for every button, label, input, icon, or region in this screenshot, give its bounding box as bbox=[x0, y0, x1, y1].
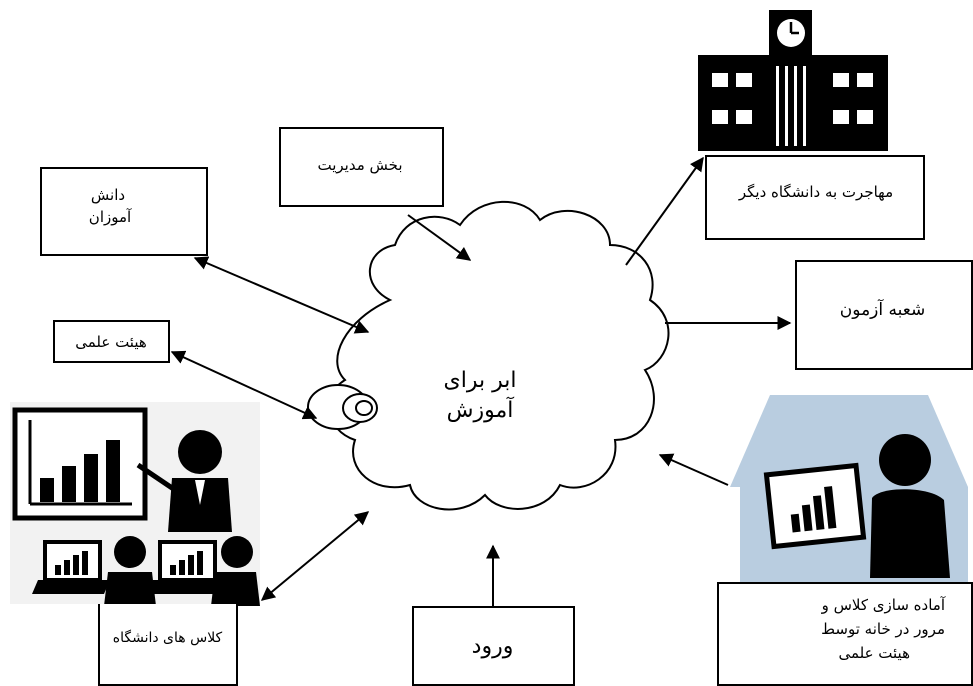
arrow-classes bbox=[260, 511, 370, 601]
home-prep-box bbox=[717, 582, 973, 686]
migration-box bbox=[705, 155, 925, 240]
arrow-management bbox=[407, 214, 472, 261]
login-box bbox=[412, 606, 575, 686]
cloud-title-line2: آموزش bbox=[446, 398, 514, 423]
students-laptops-icon bbox=[10, 534, 260, 606]
faculty-box bbox=[53, 320, 170, 363]
home-prep-label-line1: آماده سازی کلاس و bbox=[821, 596, 945, 614]
management-label: بخش مدیریت bbox=[317, 156, 403, 174]
management-box bbox=[279, 127, 444, 207]
home-prep-label-line3: هیئت علمی bbox=[838, 644, 910, 662]
arrow-students bbox=[193, 256, 370, 334]
home-teaching-icon bbox=[730, 395, 968, 583]
university-classes-box bbox=[98, 604, 238, 686]
cloud-shape bbox=[307, 200, 670, 511]
exam-label: شعبه آزمون bbox=[839, 300, 926, 320]
university-classes-label: کلاس های دانشگاه bbox=[112, 630, 223, 646]
students-label-line1: دانش bbox=[90, 186, 126, 204]
migration-label: مهاجرت به دانشگاه دیگر bbox=[738, 183, 894, 201]
arrow-home bbox=[658, 453, 729, 486]
cloud-title-line1: ابر برای bbox=[443, 368, 517, 393]
lecturer-presentation-icon bbox=[10, 402, 260, 534]
students-label-line2: آموزان bbox=[88, 208, 132, 226]
students-box bbox=[40, 167, 208, 256]
arrow-faculty bbox=[170, 350, 318, 420]
login-label: ورود bbox=[471, 634, 514, 659]
home-prep-label-line2: مرور در خانه توسط bbox=[821, 620, 945, 638]
faculty-label: هیئت علمی bbox=[75, 333, 147, 351]
arrow-migration bbox=[625, 156, 704, 266]
university-building-icon bbox=[698, 10, 888, 151]
exam-box bbox=[795, 260, 973, 370]
